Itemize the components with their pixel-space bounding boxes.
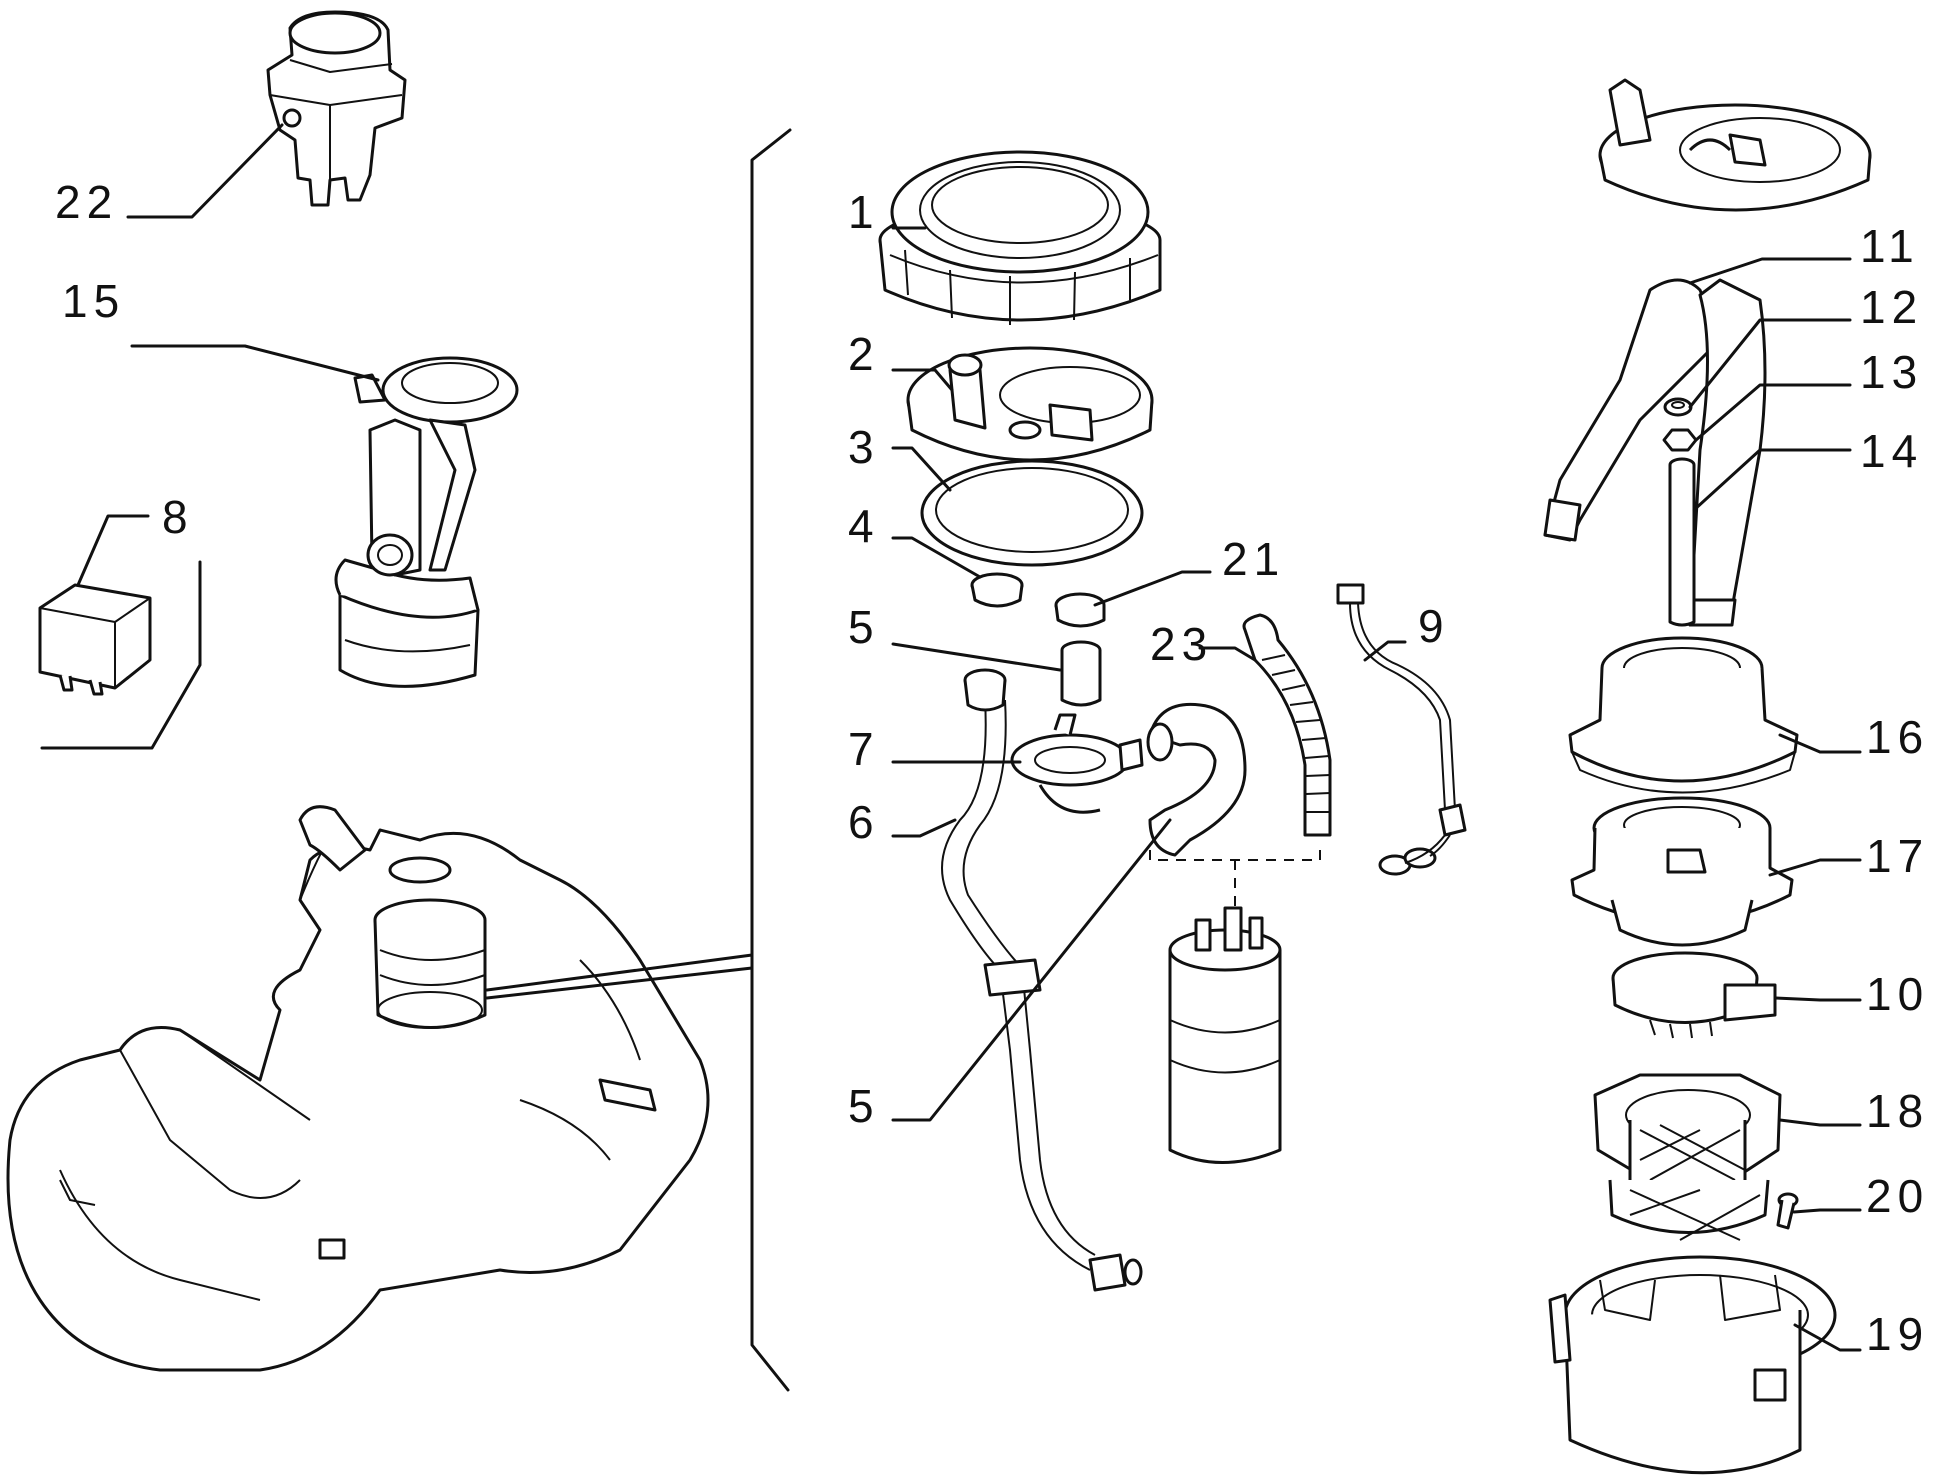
callout-5a: 5 bbox=[848, 601, 880, 653]
callout-22: 22 bbox=[55, 176, 118, 228]
callout-10: 10 bbox=[1866, 968, 1929, 1020]
pump-cover-flange bbox=[906, 346, 1154, 462]
pump-housing-lower bbox=[1570, 796, 1794, 947]
hose-clamp bbox=[1054, 592, 1106, 628]
callout-14: 14 bbox=[1860, 425, 1923, 477]
callout-12: 12 bbox=[1860, 281, 1923, 333]
hex-nut bbox=[1662, 428, 1698, 452]
large-hose-clamp bbox=[1611, 951, 1777, 1039]
callout-23: 23 bbox=[1150, 618, 1213, 670]
callout-13: 13 bbox=[1860, 346, 1923, 398]
mounting-bracket bbox=[1543, 278, 1767, 627]
callout-2: 2 bbox=[848, 328, 880, 380]
relay-bracket bbox=[40, 560, 202, 750]
fuel-pump-relay bbox=[38, 583, 152, 696]
callout-19: 19 bbox=[1866, 1308, 1929, 1360]
fuel-reservoir-canister bbox=[1548, 1255, 1837, 1475]
gasket-seal bbox=[920, 459, 1144, 567]
fuel-level-sender bbox=[334, 356, 519, 688]
guide-rod bbox=[1668, 457, 1696, 627]
callout-15: 15 bbox=[62, 275, 125, 327]
fuel-line bbox=[941, 668, 1143, 1292]
elbow-hose bbox=[1146, 702, 1247, 857]
inertia-switch bbox=[266, 10, 407, 207]
callout-3: 3 bbox=[848, 421, 880, 473]
return-hose bbox=[1010, 713, 1144, 814]
callout-1: 1 bbox=[848, 186, 880, 238]
section-separator bbox=[750, 128, 792, 1392]
electric-fuel-pump bbox=[1149, 850, 1321, 1164]
corrugated-hose bbox=[1242, 613, 1332, 837]
hose-clamp-small bbox=[970, 572, 1024, 608]
callout-7: 7 bbox=[848, 723, 880, 775]
fuel-tank bbox=[6, 805, 710, 1372]
leader-lines bbox=[76, 123, 1862, 1352]
pump-module-cover bbox=[1598, 78, 1872, 212]
filter-housing bbox=[1593, 1073, 1782, 1241]
pump-housing-upper bbox=[1568, 636, 1799, 794]
callout-21: 21 bbox=[1222, 533, 1285, 585]
callout-6: 6 bbox=[848, 796, 880, 848]
callout-16: 16 bbox=[1866, 711, 1929, 763]
callout-20: 20 bbox=[1866, 1170, 1929, 1222]
callout-4: 4 bbox=[848, 500, 880, 552]
screw bbox=[1776, 1192, 1799, 1230]
nut-small bbox=[1663, 397, 1693, 417]
callout-5b: 5 bbox=[848, 1080, 880, 1132]
ring-nut bbox=[878, 150, 1162, 325]
callout-11: 11 bbox=[1860, 220, 1920, 272]
hose-sleeve bbox=[1060, 640, 1102, 707]
callout-17: 17 bbox=[1866, 830, 1929, 882]
callout-8: 8 bbox=[162, 491, 194, 543]
callout-labels: 22 15 8 1 2 3 4 21 5 23 9 7 6 5 11 12 13… bbox=[55, 176, 1929, 1360]
wiring-harness bbox=[1336, 583, 1467, 876]
tank-opening-leader bbox=[485, 953, 754, 1000]
callout-9: 9 bbox=[1418, 600, 1450, 652]
callout-18: 18 bbox=[1866, 1085, 1929, 1137]
